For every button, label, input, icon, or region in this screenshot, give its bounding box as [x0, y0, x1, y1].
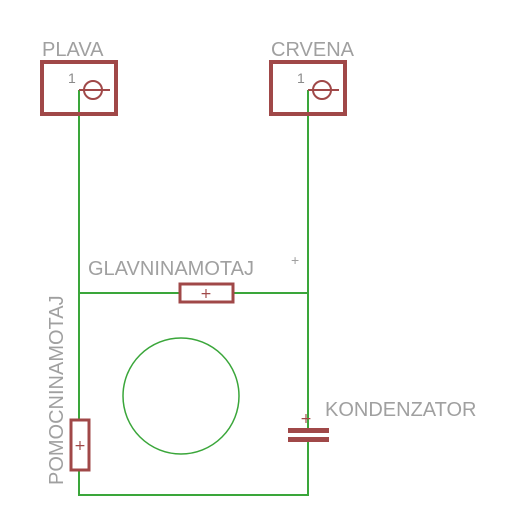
- main-winding-label: GLAVNINAMOTAJ: [88, 258, 254, 280]
- wire-bottom: [78, 470, 309, 496]
- capacitor: + KONDENZATOR: [288, 399, 477, 470]
- capacitor-label: KONDENZATOR: [325, 399, 477, 421]
- connector-plava: PLAVA 1: [40, 39, 118, 116]
- capacitor-plate-top: [288, 428, 329, 433]
- aux-winding-body: [69, 418, 91, 472]
- main-winding: + GLAVNINAMOTAJ +: [88, 252, 299, 304]
- connector-crvena-pin: 1: [297, 70, 305, 86]
- capacitor-mark: +: [300, 411, 312, 427]
- connector-plava-label: PLAVA: [42, 39, 104, 61]
- motor-circle: [122, 337, 240, 455]
- aux-winding-label: POMOCNINAMOTAJ: [46, 295, 68, 485]
- connector-crvena-body: [269, 60, 347, 116]
- connector-crvena-label: CRVENA: [271, 39, 355, 61]
- connector-plava-body: [40, 60, 118, 116]
- main-winding-mark: +: [200, 286, 212, 302]
- aux-winding-mark: +: [74, 438, 86, 454]
- capacitor-plate-bottom: [288, 437, 329, 442]
- aux-winding: + POMOCNINAMOTAJ: [46, 295, 91, 485]
- wires: [78, 90, 309, 496]
- main-winding-plus: +: [291, 252, 299, 268]
- main-winding-body: [178, 282, 235, 304]
- connector-plava-pin: 1: [68, 70, 76, 86]
- connector-crvena: CRVENA 1: [269, 39, 355, 116]
